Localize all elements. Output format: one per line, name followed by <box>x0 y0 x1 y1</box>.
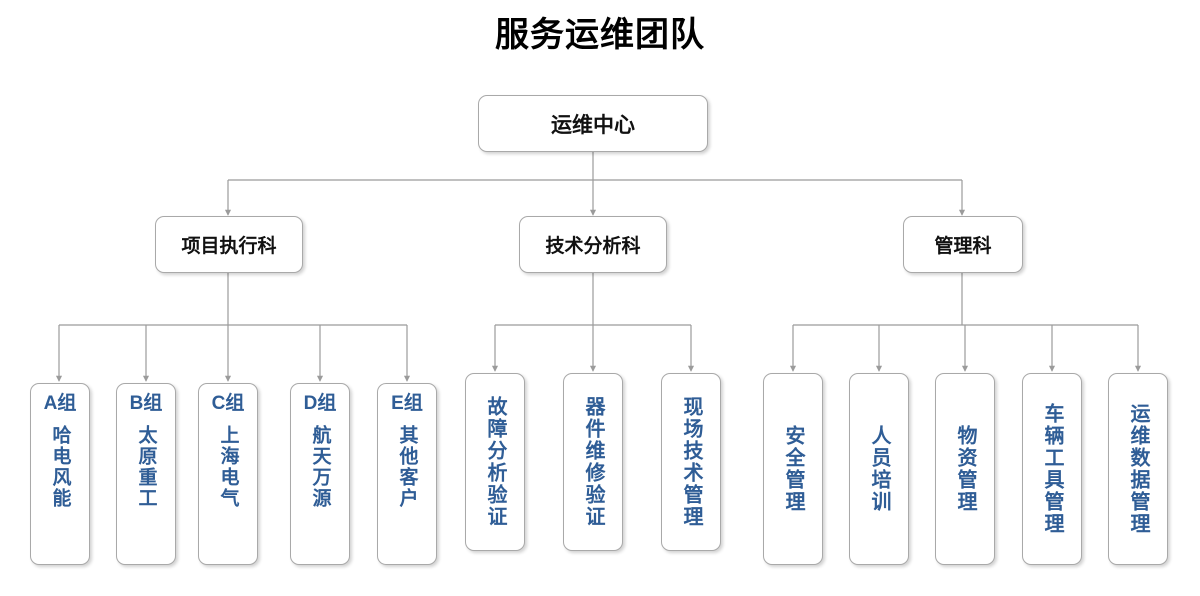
node-tech-field[interactable]: 现场技术管理 <box>661 373 721 551</box>
page-title: 服务运维团队 <box>495 16 705 54</box>
node-group-b[interactable]: B组 太原重工 <box>116 383 176 565</box>
node-adm-material-label: 物资管理 <box>954 425 976 513</box>
node-group-b-label: 太原重工 <box>135 425 157 509</box>
node-group-e[interactable]: E组 其他客户 <box>377 383 437 565</box>
node-adm-safety-label: 安全管理 <box>782 425 804 513</box>
node-dept-tech-label: 技术分析科 <box>545 236 641 257</box>
node-tech-repair-label: 器件维修验证 <box>582 396 604 528</box>
node-adm-material[interactable]: 物资管理 <box>935 373 995 565</box>
node-group-c-code: C组 <box>211 393 245 414</box>
node-group-d-label: 航天万源 <box>309 425 331 509</box>
node-group-b-code: B组 <box>129 393 163 414</box>
node-dept-project[interactable]: 项目执行科 <box>155 216 303 273</box>
node-adm-training-label: 人员培训 <box>868 425 890 513</box>
node-tech-fault[interactable]: 故障分析验证 <box>465 373 525 551</box>
node-tech-field-label: 现场技术管理 <box>680 396 702 528</box>
node-group-a-label: 哈电风能 <box>49 425 71 509</box>
node-tech-repair[interactable]: 器件维修验证 <box>563 373 623 551</box>
node-adm-training[interactable]: 人员培训 <box>849 373 909 565</box>
node-adm-safety[interactable]: 安全管理 <box>763 373 823 565</box>
node-group-c-label: 上海电气 <box>217 425 239 509</box>
node-group-e-label: 其他客户 <box>396 425 418 509</box>
node-adm-vehicle[interactable]: 车辆工具管理 <box>1022 373 1082 565</box>
node-root-label: 运维中心 <box>551 113 635 137</box>
node-dept-admin-label: 管理科 <box>934 236 992 257</box>
node-group-d-code: D组 <box>303 393 337 414</box>
node-group-c[interactable]: C组 上海电气 <box>198 383 258 565</box>
node-group-d[interactable]: D组 航天万源 <box>290 383 350 565</box>
node-adm-data-label: 运维数据管理 <box>1127 403 1149 535</box>
node-tech-fault-label: 故障分析验证 <box>484 396 506 528</box>
node-adm-data[interactable]: 运维数据管理 <box>1108 373 1168 565</box>
node-adm-vehicle-label: 车辆工具管理 <box>1041 403 1063 535</box>
node-dept-project-label: 项目执行科 <box>181 236 277 257</box>
node-group-e-code: E组 <box>391 393 423 414</box>
node-dept-admin[interactable]: 管理科 <box>903 216 1023 273</box>
node-dept-tech[interactable]: 技术分析科 <box>519 216 667 273</box>
node-group-a-code: A组 <box>43 393 77 414</box>
node-root[interactable]: 运维中心 <box>478 95 708 152</box>
node-group-a[interactable]: A组 哈电风能 <box>30 383 90 565</box>
